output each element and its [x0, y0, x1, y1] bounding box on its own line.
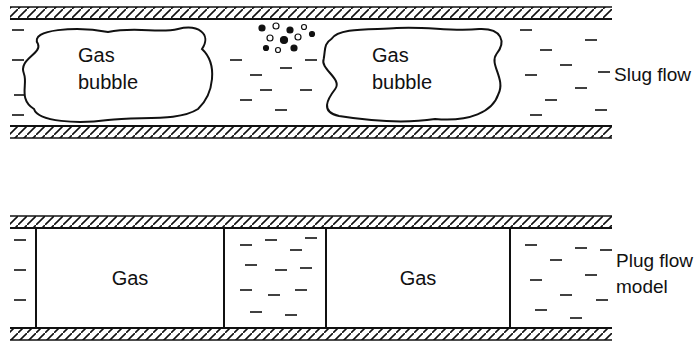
liquid-dash [520, 29, 532, 31]
liquid-dash [525, 244, 537, 246]
liquid-dash [300, 89, 312, 91]
small-bubble [302, 25, 307, 30]
liquid-dash [550, 259, 562, 261]
liquid-dash [250, 74, 262, 76]
liquid-dash [525, 74, 537, 76]
liquid-dash [12, 29, 24, 31]
pipe-wall [10, 216, 612, 340]
small-bubble [281, 37, 288, 44]
liquid-dash [12, 59, 24, 61]
small-bubble [276, 48, 281, 53]
liquid-dash [530, 114, 542, 116]
liquid-dash [265, 239, 277, 241]
liquid-dash [275, 109, 287, 111]
liquid-dash [14, 239, 26, 241]
liquid-dash [300, 267, 312, 269]
small-bubble [310, 32, 315, 37]
small-bubble [287, 27, 293, 33]
liquid-dash [275, 269, 287, 271]
liquid-dash [530, 279, 542, 281]
liquid-dash [585, 274, 597, 276]
node-text: Gas bubble [78, 42, 158, 96]
liquid-dash [305, 237, 317, 239]
small-bubble [273, 23, 279, 29]
node-text: Gas bubble [372, 42, 452, 96]
small-bubble [291, 45, 297, 51]
small-bubble [267, 35, 273, 41]
liquid-dash [560, 294, 572, 296]
liquid-dash [598, 71, 610, 73]
small-bubble [264, 46, 269, 51]
gas-bubble: Gas bubble [18, 24, 218, 124]
liquid-dash [240, 289, 252, 291]
flow-label: Plug flow model [616, 248, 698, 299]
liquid-dash [230, 59, 242, 61]
liquid-dash [268, 294, 280, 296]
liquid-dash [595, 109, 607, 111]
liquid-dash [240, 99, 252, 101]
liquid-dash [250, 311, 262, 313]
liquid-dash [14, 299, 26, 301]
liquid-marks [12, 23, 612, 318]
liquid-dash [245, 264, 257, 266]
small-bubble [295, 34, 301, 40]
liquid-dash [305, 59, 317, 61]
node-text: Gas [112, 265, 149, 292]
liquid-dash [285, 314, 297, 316]
small-bubble [259, 25, 265, 31]
gas-plug: Gas [325, 229, 511, 328]
liquid-dash [575, 247, 587, 249]
liquid-dash [560, 64, 572, 66]
gas-bubble: Gas bubble [316, 24, 508, 124]
liquid-dash [280, 67, 292, 69]
liquid-dash [600, 249, 612, 251]
liquid-dash [545, 99, 557, 101]
gas-plug: Gas [35, 229, 225, 328]
liquid-dash [596, 299, 608, 301]
liquid-dash [12, 114, 24, 116]
liquid-dash [585, 39, 597, 41]
flow-label: Slug flow [614, 62, 698, 88]
liquid-dash [575, 87, 587, 89]
liquid-dash [535, 309, 547, 311]
liquid-dash [260, 89, 272, 91]
liquid-dash [240, 244, 252, 246]
liquid-dash [540, 49, 552, 51]
liquid-dash [290, 249, 302, 251]
liquid-dash [570, 317, 582, 319]
liquid-dash [14, 269, 26, 271]
pipe-wall [10, 7, 612, 138]
liquid-dash [295, 289, 307, 291]
node-text: Gas [400, 265, 437, 292]
